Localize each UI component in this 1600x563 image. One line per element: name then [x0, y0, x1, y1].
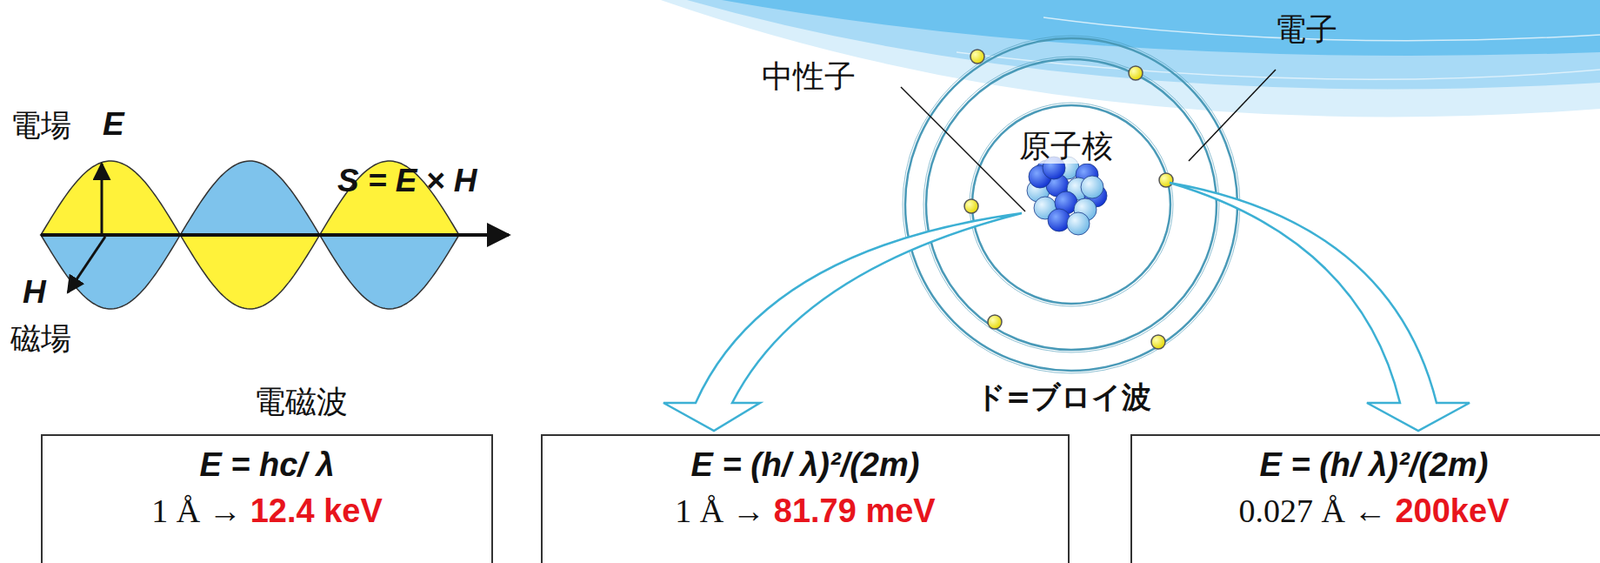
nucleus [1026, 156, 1107, 235]
wavelength-text: 0.027 Å ← [1239, 492, 1387, 529]
nucleon [1080, 175, 1104, 199]
formula-text: E = (h/ λ)²/(2m) [556, 444, 1054, 487]
formula-box: E = (h/ λ)²/(2m) 1 Å →81.79 meV [540, 433, 1070, 563]
energy-value: 81.79 meV [773, 492, 936, 529]
part-label: 原子核 [1017, 128, 1115, 164]
header-wave [660, 0, 1600, 117]
nucleon [1047, 208, 1071, 232]
formula-text: E = hc/ λ [56, 444, 478, 487]
formula-label: S = E × H [337, 163, 477, 200]
section-heading: ド=ブロイ波 [975, 380, 1153, 414]
nucleon [1066, 212, 1090, 235]
hollow-arrow [663, 213, 1022, 431]
formula-box: E = hc/ λ 1 Å →12.4 keV [40, 433, 494, 563]
hollow-arrow [1169, 182, 1470, 431]
value-row: 1 Å →81.79 meV [556, 491, 1054, 530]
leader-line [900, 86, 1026, 212]
wavelength-text: 1 Å → [151, 492, 241, 529]
electrons [964, 49, 1174, 349]
field-label: 磁場 [10, 321, 72, 356]
em-wave [40, 160, 509, 309]
symbol-label: H [22, 274, 47, 311]
formula-text: E = (h/ λ)²/(2m) [1146, 444, 1600, 487]
energy-value: 200keV [1394, 492, 1509, 529]
section-heading: 電磁波 [253, 384, 348, 420]
symbol-label: E [102, 106, 125, 143]
formula-box: E = (h/ λ)²/(2m) 0.027 Å ←200keV [1130, 433, 1600, 563]
atom [902, 35, 1240, 374]
value-row: 0.027 Å ←200keV [1146, 491, 1600, 530]
value-row: 1 Å →12.4 keV [56, 491, 478, 530]
part-label: 中性子 [761, 59, 856, 94]
leader-line [1188, 69, 1276, 161]
energy-value: 12.4 keV [250, 492, 383, 529]
wavelength-text: 1 Å → [674, 492, 765, 529]
part-label: 電子 [1274, 12, 1338, 47]
field-label: 電場 [10, 108, 72, 143]
